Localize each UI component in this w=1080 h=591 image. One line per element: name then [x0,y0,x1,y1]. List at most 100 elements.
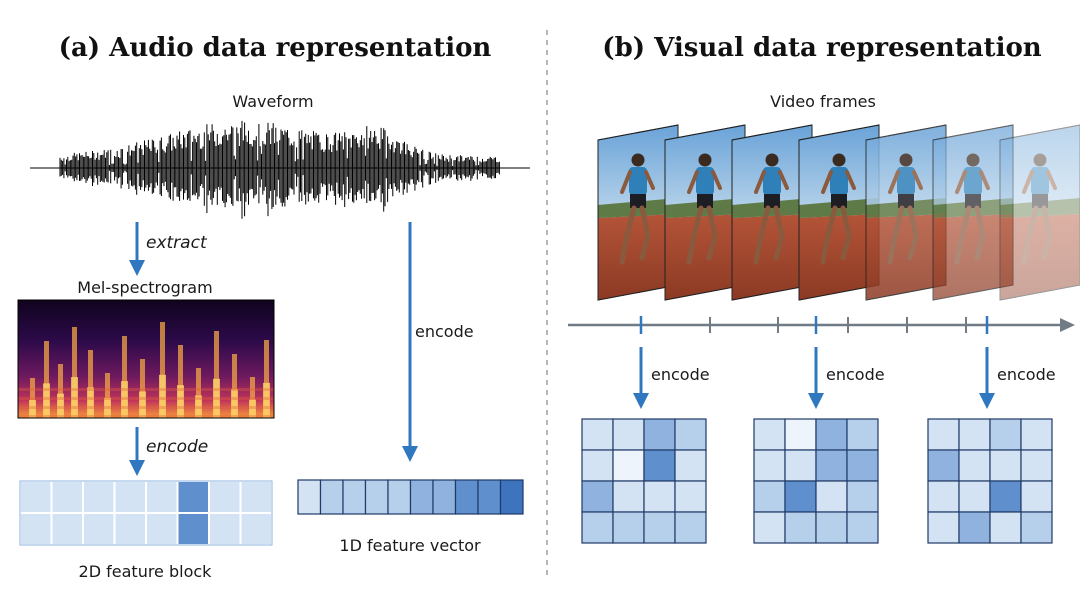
feature-block-cell [176,512,210,546]
visual-grid-cell [958,418,991,451]
waveform-label: Waveform [232,92,313,111]
feature-block-cell [50,480,84,514]
feature-vector-cell [477,479,502,515]
visual-feature-grid [927,418,1053,544]
feature-block-cell [145,480,179,514]
feature-block-cell [208,480,242,514]
visual-grid-cell [958,480,991,513]
visual-grid-cell [674,511,707,544]
video-frame [597,124,679,301]
visual-grid-cell [958,511,991,544]
extract-label: extract [146,233,208,253]
visual-grid-cell [674,418,707,451]
visual-grid-cell [674,449,707,482]
feature-vector-cell [342,479,367,515]
visual-grid-cell [989,511,1022,544]
feature-vector-cell [499,479,524,515]
visual-grid-cell [927,511,960,544]
visual-grid-cell [674,480,707,513]
visual-grid-cell [753,449,786,482]
visual-grid-cell [815,418,848,451]
encode-label-waveform: encode [415,322,474,341]
visual-grid-cell [846,480,879,513]
video-frame [731,124,813,301]
visual-grid-cell [815,449,848,482]
visual-encode-label: encode [826,365,885,384]
feature-vector-cell [454,479,479,515]
encode-arrow-mel [129,427,145,476]
feature-vector-cell [319,479,344,515]
video-frame [865,124,947,301]
feature-vector-cell [409,479,434,515]
visual-grid-cell [989,418,1022,451]
visual-grid-cell [581,418,614,451]
visual-grid-cell [815,480,848,513]
feature-block-2d [19,480,273,546]
feature-block-cell [208,512,242,546]
encode-arrow-waveform [402,222,418,462]
feature-block-cell [82,480,116,514]
visual-grid-cell [784,511,817,544]
visual-grid-cell [1020,418,1053,451]
extract-arrow [129,222,145,276]
visual-feature-grid [581,418,707,544]
video-frames-label: Video frames [770,92,876,111]
visual-grid-cell [989,449,1022,482]
feature-block-cell [50,512,84,546]
video-frame [798,124,880,301]
visual-grid-cell [612,449,645,482]
visual-grid-cell [581,480,614,513]
feature-block-cell [82,512,116,546]
visual-encode-label: encode [997,365,1056,384]
visual-grid-cell [846,418,879,451]
mel-spectrogram-label: Mel-spectrogram [77,278,212,297]
visual-feature-grid [753,418,879,544]
waveform-graphic [30,120,530,219]
visual-grid-cell [643,418,676,451]
visual-grid-cell [643,480,676,513]
visual-grid-cell [846,511,879,544]
feature-block-cell [239,512,273,546]
visual-grid-cell [815,511,848,544]
visual-grid-cell [581,449,614,482]
mel-spectrogram [17,299,275,419]
visual-grid-cell [927,480,960,513]
encode-label-mel: encode [146,437,208,457]
audio-title: (a) Audio data representation [59,33,492,63]
feature-block-cell [176,480,210,514]
visual-grid-cell [784,449,817,482]
visual-encode-arrowhead [808,393,824,409]
visual-feature-grids [581,418,1053,544]
feature-vector-cell [387,479,412,515]
visual-grid-cell [753,480,786,513]
feature-vector-cell [432,479,457,515]
visual-grid-cell [612,418,645,451]
visual-grid-cell [784,418,817,451]
video-frames [597,124,1080,301]
feature-block-cell [145,512,179,546]
visual-grid-cell [612,480,645,513]
visual-grid-cell [927,418,960,451]
feature-block-cell [19,480,53,514]
visual-grid-cell [1020,480,1053,513]
video-frame [932,124,1014,301]
visual-grid-cell [1020,511,1053,544]
visual-title: (b) Visual data representation [602,33,1042,63]
visual-grid-cell [989,480,1022,513]
feature-vector-1d [297,479,524,515]
feature-vector-cell [297,479,322,515]
visual-grid-cell [846,449,879,482]
visual-grid-cell [643,449,676,482]
feature-vector-cell [364,479,389,515]
visual-grid-cell [784,480,817,513]
visual-grid-cell [753,511,786,544]
visual-grid-cell [958,449,991,482]
visual-grid-cell [643,511,676,544]
feature-block-2d-label: 2D feature block [79,562,213,581]
visual-grid-cell [612,511,645,544]
video-frame [664,124,746,301]
feature-block-cell [113,512,147,546]
visual-encode-arrowhead [633,393,649,409]
